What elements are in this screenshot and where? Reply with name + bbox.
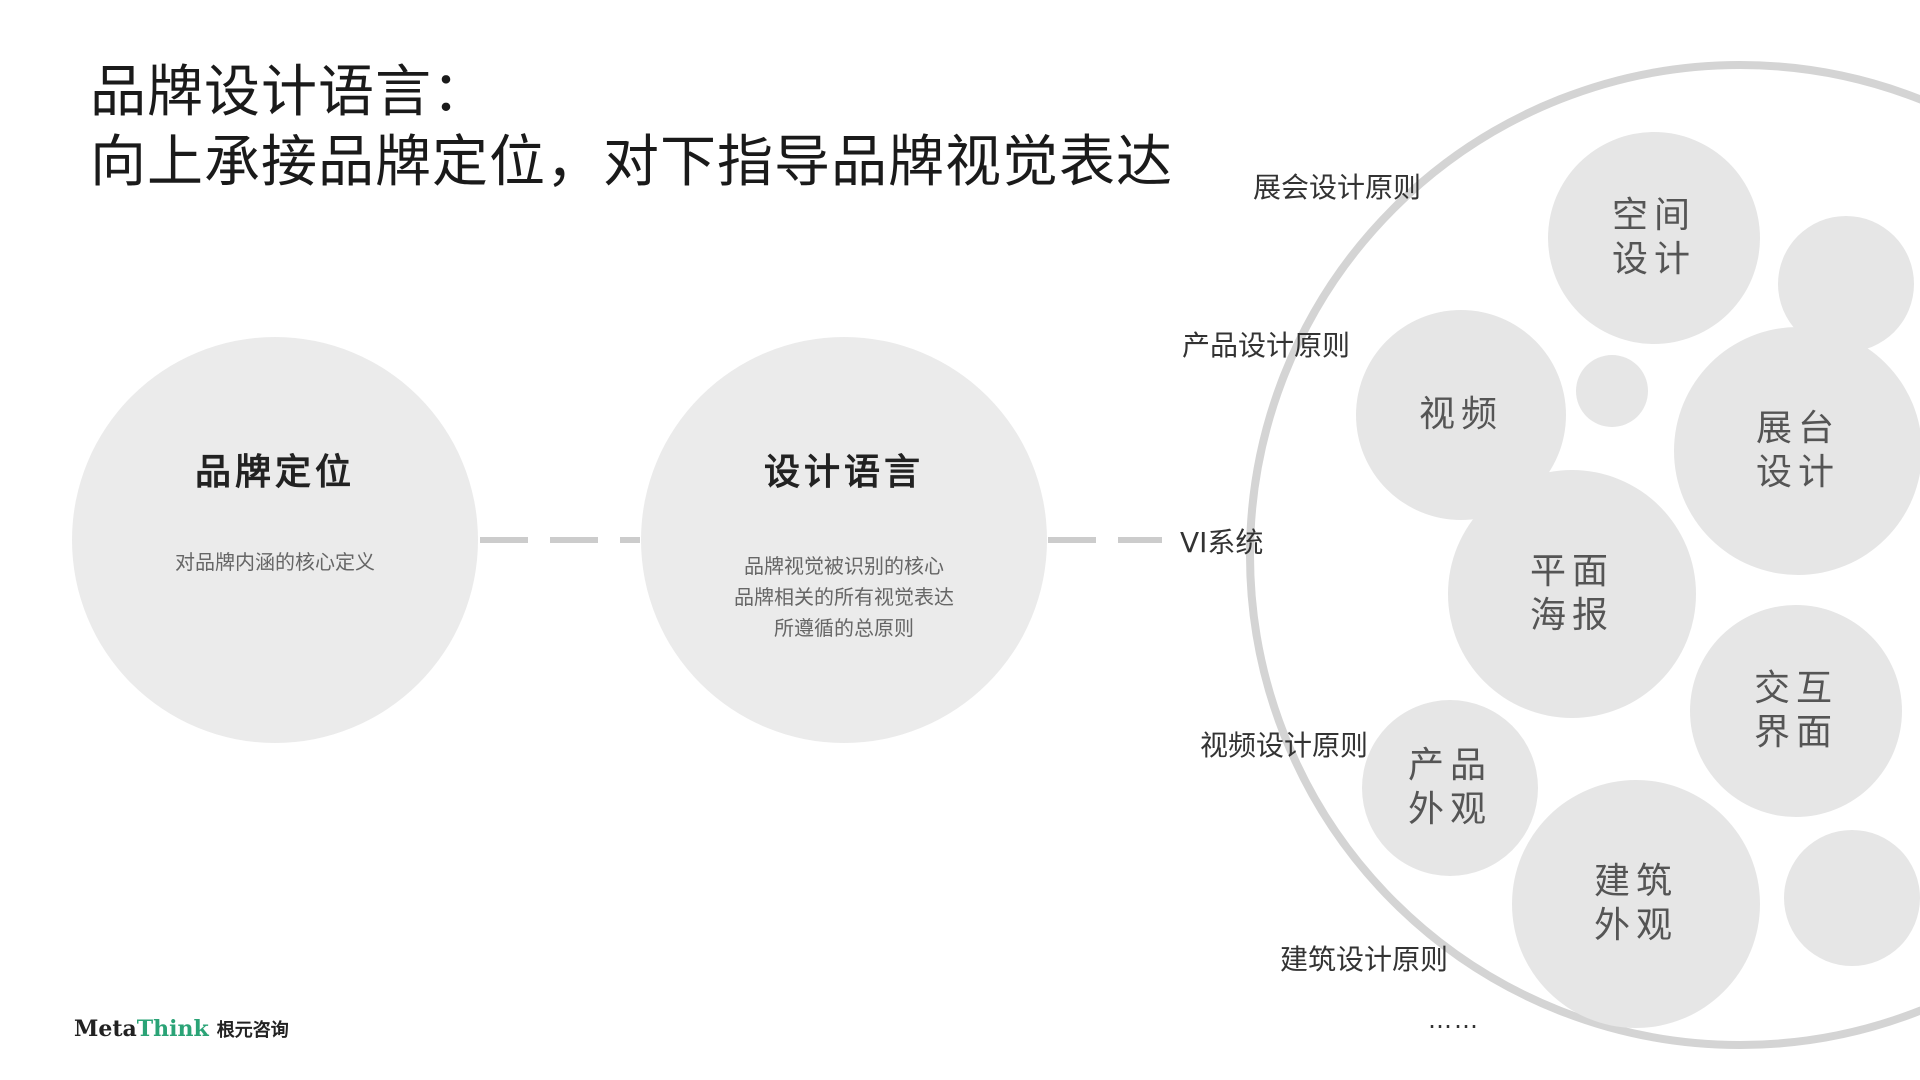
bubble-architecture-appearance: 建筑 外观 (1512, 780, 1760, 1028)
principle-architecture: 建筑设计原则 (1280, 943, 1449, 976)
design-language-circle: 设计语言 品牌视觉被识别的核心 品牌相关的所有视觉表达 所遵循的总原则 (641, 337, 1047, 743)
bubble-booth-design-line-2: 设计 (1755, 452, 1840, 493)
decorative-bubble-small (1576, 355, 1648, 427)
principle-exhibition: 展会设计原则 (1253, 171, 1422, 204)
design-language-heading: 设计语言 (763, 452, 924, 493)
bubble-product-appearance-line-2: 外观 (1407, 789, 1492, 830)
principle-video: 视频设计原则 (1200, 729, 1369, 762)
bubble-interaction-ui: 交互 界面 (1690, 605, 1902, 817)
bubble-product-appearance-line-1: 产品 (1407, 745, 1492, 786)
slide-title: 品牌设计语言： 向上承接品牌定位，对下指导品牌视觉表达 (90, 58, 1173, 198)
design-language-desc-3: 所遵循的总原则 (774, 616, 914, 640)
bubble-space-design: 空间 设计 (1548, 132, 1760, 344)
brand-positioning-heading: 品牌定位 (194, 452, 355, 493)
bubble-video-line-1: 视频 (1418, 394, 1503, 435)
logo-meta: Meta (74, 1016, 137, 1042)
design-language-desc-2: 品牌相关的所有视觉表达 (734, 585, 954, 609)
decorative-bubble (1784, 830, 1920, 966)
bubble-architecture-appearance-line-2: 外观 (1593, 905, 1678, 946)
bubble-space-design-line-2: 设计 (1611, 239, 1696, 280)
bubble-architecture-appearance-line-1: 建筑 (1593, 861, 1678, 902)
bubble-interaction-ui-line-2: 界面 (1753, 712, 1838, 753)
brand-positioning-circle: 品牌定位 对品牌内涵的核心定义 (72, 337, 478, 743)
bubble-booth-design-line-1: 展台 (1755, 408, 1840, 449)
brand-positioning-desc: 对品牌内涵的核心定义 (175, 550, 375, 574)
bubble-booth-design: 展台 设计 (1674, 327, 1920, 575)
outer-arc (1246, 61, 1920, 1049)
bubble-graphic-poster-line-1: 平面 (1529, 551, 1614, 592)
bubble-interaction-ui-line-1: 交互 (1753, 668, 1838, 709)
principle-product: 产品设计原则 (1182, 329, 1351, 362)
principle-vi-system: VI系统 (1180, 526, 1264, 559)
logo-chinese-name: 根元咨询 (216, 1020, 289, 1041)
bubble-space-design-line-1: 空间 (1611, 195, 1696, 236)
more-ellipsis: …… (1428, 1006, 1480, 1034)
bubble-graphic-poster-line-2: 海报 (1529, 595, 1614, 636)
bubble-graphic-poster: 平面 海报 (1448, 470, 1696, 718)
company-logo: Meta Think 根元咨询 (74, 1016, 289, 1042)
logo-think: Think (136, 1016, 209, 1042)
design-language-desc-1: 品牌视觉被识别的核心 (744, 554, 944, 578)
bubble-product-appearance: 产品 外观 (1362, 700, 1538, 876)
title-line-1: 品牌设计语言： (90, 60, 489, 125)
title-line-2: 向上承接品牌定位，对下指导品牌视觉表达 (90, 130, 1173, 195)
